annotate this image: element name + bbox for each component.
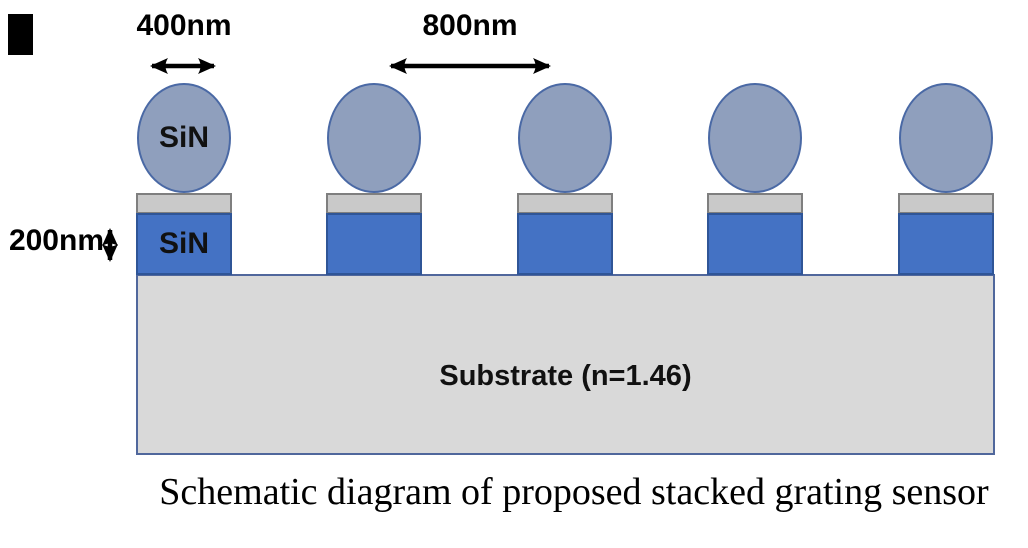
spacer-cap <box>707 193 803 214</box>
spacer-cap <box>898 193 994 214</box>
black-artifact <box>8 14 33 55</box>
grating-sin-label: SiN <box>158 227 209 260</box>
sin-circle: SiN <box>137 83 231 193</box>
sin-circle <box>708 83 802 193</box>
figure-caption: Schematic diagram of proposed stacked gr… <box>159 471 989 513</box>
dimension-label-circle-width: 400nm <box>136 9 232 42</box>
sin-circle <box>518 83 612 193</box>
substrate-label: Substrate (n=1.46) <box>439 360 692 392</box>
spacer-cap <box>517 193 613 214</box>
spacer-cap <box>136 193 232 214</box>
sin-circle <box>327 83 421 193</box>
sin-grating-block <box>517 213 613 275</box>
sin-circle <box>899 83 993 193</box>
sin-grating-block <box>326 213 422 275</box>
spacer-cap <box>326 193 422 214</box>
circle-sin-label: SiN <box>158 121 209 154</box>
sin-grating-block <box>707 213 803 275</box>
dimension-label-grating-height: 200nm <box>8 224 104 257</box>
sin-grating-block <box>898 213 994 275</box>
sin-grating-block: SiN <box>136 213 232 275</box>
dimension-label-period: 800nm <box>422 9 518 42</box>
substrate: Substrate (n=1.46) <box>136 274 995 455</box>
